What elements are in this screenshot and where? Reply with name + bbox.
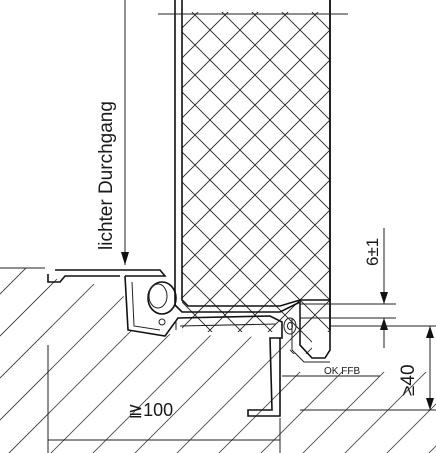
finished-floor-line: OK FFB bbox=[282, 366, 380, 377]
width-dimension: ≧100 bbox=[47, 345, 281, 453]
clear-passage-label: lichter Durchgang bbox=[96, 101, 117, 250]
floor-substrate bbox=[0, 267, 436, 453]
gap-dimension: 6±1 bbox=[300, 228, 396, 348]
clear-passage-dimension: lichter Durchgang bbox=[96, 0, 129, 265]
depth-dimension: ≥40 bbox=[300, 325, 436, 411]
min-depth-label: ≥40 bbox=[398, 364, 419, 396]
finished-floor-label: OK FFB bbox=[324, 366, 360, 377]
rubber-seal bbox=[147, 281, 177, 326]
min-width-label: ≧100 bbox=[128, 400, 173, 420]
door-leaf bbox=[158, 0, 348, 332]
door-bottom-profile bbox=[174, 300, 331, 363]
threshold-frame-profile bbox=[47, 269, 283, 417]
gap-tolerance-label: 6±1 bbox=[363, 238, 382, 266]
